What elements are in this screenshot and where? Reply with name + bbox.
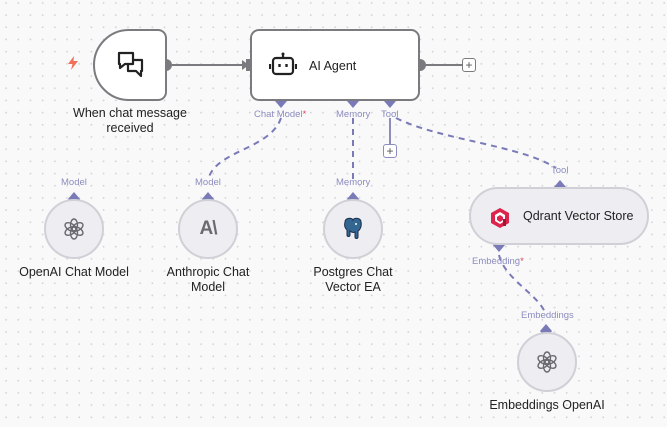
anthropic-chat-model-node[interactable]: A\ [178,199,238,259]
embeddings-openai-label: Embeddings OpenAI [489,398,605,412]
openai-icon [64,218,84,240]
trigger-node[interactable] [93,29,167,101]
trigger-badge [67,56,79,75]
port-label-memory: Memory [336,109,371,120]
add-tool-button[interactable]: + [383,144,397,158]
edge-arrowhead [242,60,249,70]
port-label-tool: Tool [381,109,399,120]
chat-bubbles-icon [117,51,144,78]
edge-chat-model[interactable] [207,117,282,181]
plus-icon: + [386,144,394,158]
openai-icon [537,351,557,373]
add-output-node-button[interactable]: + [462,58,476,72]
ai-agent-node[interactable]: AI Agent [250,29,420,101]
postgres-memory-node[interactable] [323,199,383,259]
postgres-port-label: Memory [336,177,371,188]
edge-tool-qdrant[interactable] [395,117,557,169]
qdrant-title: Qdrant Vector Store [523,209,634,223]
qdrant-tool-port-label: Tool [551,165,569,176]
embeddings-port-label: Embeddings [521,310,574,321]
lightning-bolt-icon [68,56,78,70]
embeddings-openai-node[interactable] [517,332,577,392]
openai-chat-model-node[interactable] [44,199,104,259]
anthropic-icon: A\ [199,218,218,239]
trigger-node-label: When chat message received [73,106,187,135]
port-label-chat-model: Chat Model* [254,109,307,120]
ai-agent-title: AI Agent [309,59,357,73]
anthropic-chat-model-label: Anthropic Chat Model [166,265,250,294]
qdrant-embedding-port-label: Embedding* [472,256,524,267]
anthropic-port-label: Model [195,177,221,188]
qdrant-icon [491,208,509,228]
openai-port-label: Model [61,177,87,188]
plus-icon: + [465,58,473,72]
robot-icon [269,52,297,76]
agent-input-handle[interactable] [246,59,252,71]
postgres-elephant-icon [344,217,362,239]
openai-chat-model-label: OpenAI Chat Model [19,265,129,279]
postgres-memory-label: Postgres Chat Vector EA [313,265,393,294]
edge-embedding[interactable] [498,254,547,316]
qdrant-vector-store-node[interactable]: Qdrant Vector Store [469,187,649,245]
